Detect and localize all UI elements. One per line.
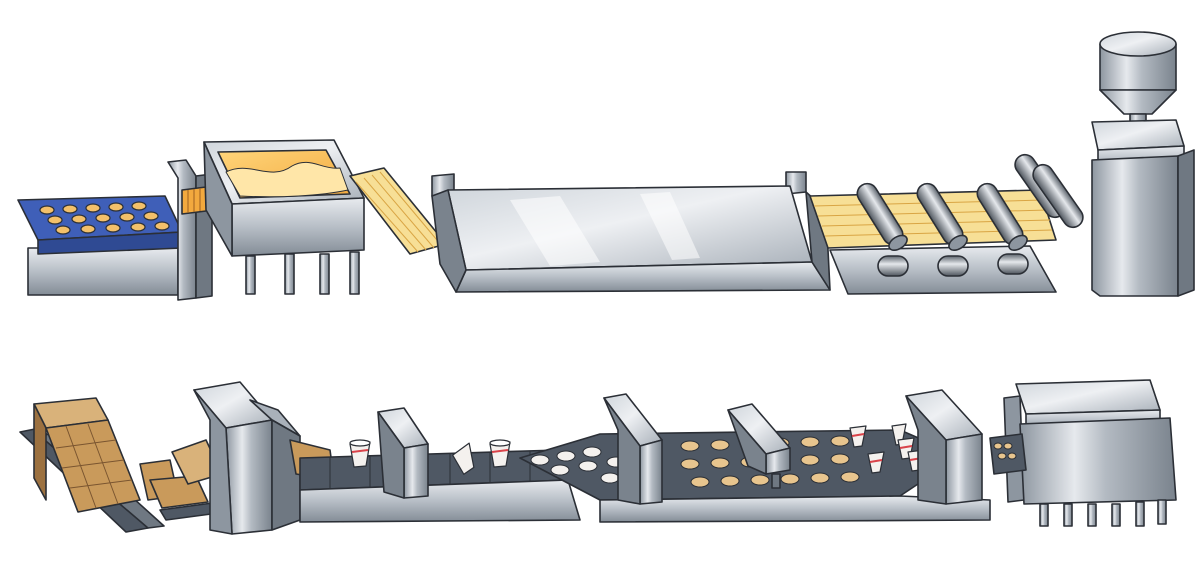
filler-arm bbox=[727, 403, 791, 489]
cup-stacker bbox=[849, 423, 925, 474]
cups-on-belt bbox=[349, 439, 511, 475]
lid-station bbox=[603, 393, 663, 505]
mixer-hopper bbox=[1091, 31, 1195, 297]
dough-tray bbox=[17, 195, 183, 296]
cutter-rollers bbox=[1014, 153, 1084, 229]
steaming-table bbox=[431, 171, 831, 293]
sealing-gate bbox=[905, 389, 983, 505]
roller-press bbox=[809, 153, 1084, 295]
wrapping-gate bbox=[193, 381, 335, 535]
carton-stack bbox=[19, 397, 179, 533]
cup-dispenser bbox=[377, 407, 429, 499]
cup-conveyor bbox=[299, 407, 581, 523]
sealing-press bbox=[989, 379, 1177, 527]
press-rollers bbox=[856, 182, 1029, 277]
fryer-vat bbox=[203, 139, 365, 295]
